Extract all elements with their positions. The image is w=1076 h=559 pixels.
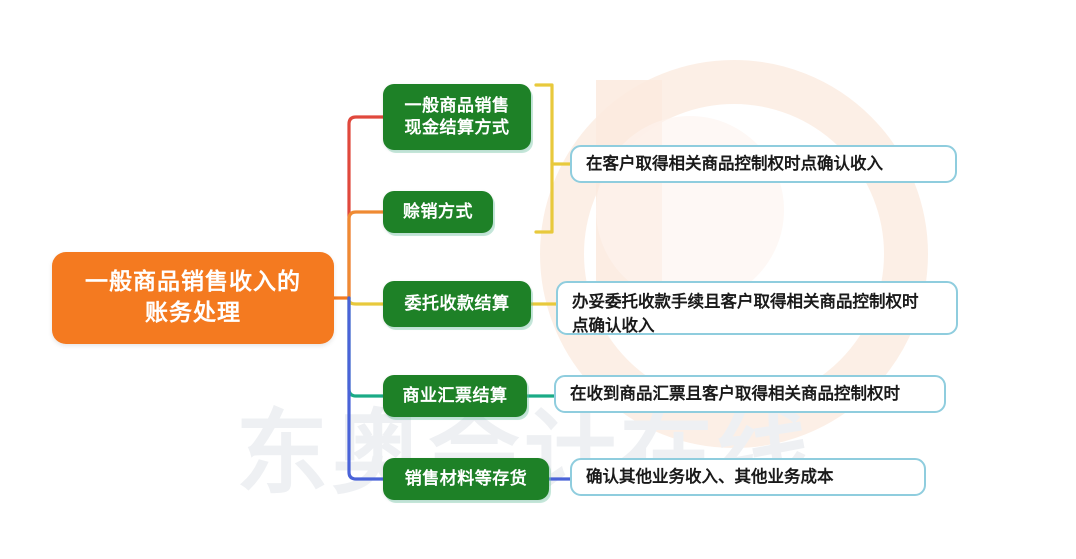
- connector-branch-entrusted-collection: [347, 296, 385, 306]
- connector-branch-commercial-draft: [347, 296, 385, 398]
- outcome-box-entrusted[interactable]: 办妥委托收款手续且客户取得相关商品控制权时 点确认收入: [556, 281, 958, 335]
- branch-label-line2: 现金结算方式: [404, 118, 510, 138]
- outcome-box-other-business-text: 确认其他业务收入、其他业务成本: [586, 467, 834, 487]
- connector-bracket-cash-credit: [534, 83, 554, 234]
- connector-branch-material-inventory: [347, 296, 385, 481]
- outcome-text-line1: 办妥委托收款手续且客户取得相关商品控制权时: [572, 292, 919, 311]
- outcome-box-draft-received[interactable]: 在收到商品汇票且客户取得相关商品控制权时: [554, 375, 946, 413]
- branch-label-line1: 一般商品销售: [404, 95, 510, 116]
- branch-node-cash-settlement-label: 一般商品销售 现金结算方式: [405, 95, 510, 139]
- root-node-label: 一般商品销售收入的 账务处理: [85, 267, 301, 329]
- branch-node-commercial-draft-label: 商业汇票结算: [402, 385, 508, 406]
- outcome-text-line2: 点确认收入: [572, 315, 655, 335]
- branch-node-cash-settlement[interactable]: 一般商品销售 现金结算方式: [383, 84, 531, 150]
- outcome-box-draft-received-text: 在收到商品汇票且客户取得相关商品控制权时: [570, 384, 900, 404]
- outcome-box-entrusted-text: 办妥委托收款手续且客户取得相关商品控制权时 点确认收入: [572, 290, 919, 338]
- root-node-label-line1: 一般商品销售收入的: [85, 268, 301, 295]
- branch-node-credit-sale[interactable]: 赊销方式: [383, 191, 493, 233]
- branch-node-entrusted-collection[interactable]: 委托收款结算: [383, 281, 531, 327]
- outcome-box-control-transfer-text: 在客户取得相关商品控制权时点确认收入: [586, 154, 883, 174]
- branch-node-commercial-draft[interactable]: 商业汇票结算: [383, 375, 527, 417]
- logo-bar-watermark: [596, 80, 662, 290]
- root-node-label-line2: 账务处理: [145, 300, 241, 326]
- outcome-box-other-business[interactable]: 确认其他业务收入、其他业务成本: [570, 458, 926, 496]
- root-node[interactable]: 一般商品销售收入的 账务处理: [52, 252, 334, 344]
- connector-branch-cash-settlement: [347, 115, 385, 300]
- branch-node-entrusted-collection-label: 委托收款结算: [404, 293, 510, 314]
- branch-node-credit-sale-label: 赊销方式: [403, 201, 473, 222]
- connector-branch-credit-sale: [347, 210, 385, 300]
- outcome-box-control-transfer[interactable]: 在客户取得相关商品控制权时点确认收入: [570, 145, 957, 183]
- branch-node-material-inventory-label: 销售材料等存货: [404, 468, 528, 489]
- branch-node-material-inventory[interactable]: 销售材料等存货: [383, 458, 549, 500]
